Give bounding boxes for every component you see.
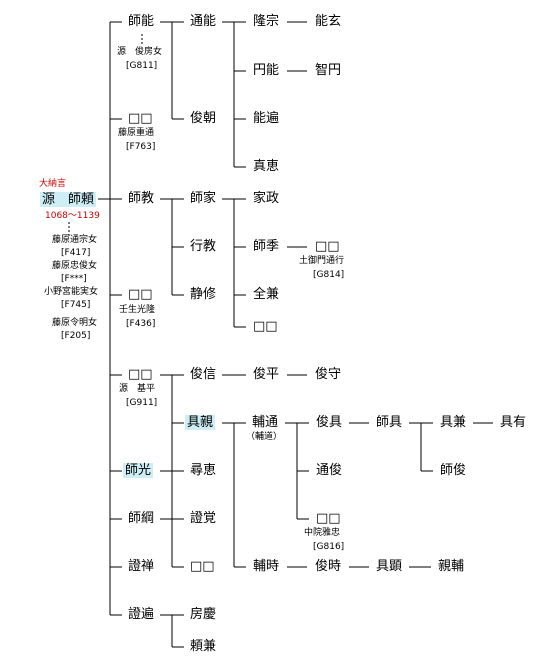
root-dashed-link [68,222,70,236]
person-node[interactable]: 俊信 [190,367,217,382]
person-node[interactable]: 智円 [315,63,342,78]
person-node[interactable]: 円能 [253,63,280,78]
root-spouse-name: 藤原忠俊女 [52,261,98,271]
person-node[interactable]: 具顕 [376,559,403,574]
person-node[interactable]: 通能 [190,14,217,29]
person-node[interactable]: 師能 [128,14,155,29]
person-node[interactable]: 俊朝 [190,111,217,126]
person-node[interactable]: 俊時 [315,559,342,574]
person-node[interactable]: 具兼 [440,415,467,430]
person-node[interactable]: □□ [128,111,153,126]
root-title: 大納言 [39,179,67,189]
spouse-code: [F436] [126,319,156,329]
person-node[interactable]: 師家 [190,191,217,206]
spouse-code: [G816] [313,542,345,552]
person-node[interactable]: 行教 [190,239,217,254]
person-node[interactable]: □□ [128,367,153,382]
root-spouse-code: [F***] [61,274,87,284]
person-node[interactable]: 輔通 [252,415,279,430]
spouse-note: 藤原重通 [118,128,155,138]
person-node[interactable]: 具有 [500,415,527,430]
root-spouse-code: [F745] [61,300,91,310]
spouse-note: 源 基平 [119,384,156,394]
spouse-note: 中院雅忠 [304,528,341,538]
person-node[interactable]: 能遍 [253,111,280,126]
person-node[interactable]: 静修 [190,287,217,302]
root-spouse-name: 藤原通宗女 [52,235,98,245]
person-node[interactable]: □□ [315,239,340,254]
person-node[interactable]: 家政 [253,191,280,206]
person-node[interactable]: □□ [316,511,341,526]
person-node[interactable]: 師綱 [128,511,155,526]
person-node[interactable]: □□ [128,287,153,302]
spouse-code: [G811] [126,61,158,71]
root-name[interactable]: 源 師頼 [40,192,97,207]
person-node[interactable]: 全兼 [253,287,280,302]
person-node[interactable]: 尋恵 [190,463,217,478]
person-node[interactable]: 師俊 [440,463,467,478]
person-node[interactable]: □□ [190,559,215,574]
root-dates: 1068～1139 [45,211,100,221]
spouse-note: 土御門通行 [299,256,345,266]
person-node[interactable]: □□ [253,319,278,334]
spouse-note: 壬生光隆 [119,305,156,315]
person-node[interactable]: 證覚 [190,511,217,526]
person-node[interactable]: 俊守 [315,367,342,382]
person-node[interactable]: 真恵 [253,159,280,174]
person-node[interactable]: 輔時 [253,559,280,574]
spouse-note: 源 俊房女 [117,47,163,57]
person-node[interactable]: 證禅 [128,559,155,574]
root-spouse-code: [F417] [61,248,91,258]
person-node[interactable]: 房慶 [190,607,217,622]
spouse-code: [G814] [313,270,345,280]
person-node[interactable]: 俊具 [316,415,343,430]
person-node[interactable]: 能玄 [315,14,342,29]
person-node[interactable]: 親輔 [438,559,465,574]
spouse-code: [F763] [126,142,156,152]
person-node[interactable]: 具親 [185,415,216,430]
person-node[interactable]: 師光 [123,463,154,478]
person-node[interactable]: 通俊 [316,463,343,478]
person-node[interactable]: 師教 [128,191,155,206]
alt-name-note: （輔道） [246,432,283,442]
person-node[interactable]: 頼兼 [190,639,217,654]
spouse-code: [G911] [126,398,158,408]
person-node[interactable]: 俊平 [253,367,280,382]
person-node[interactable]: 師季 [253,239,280,254]
root-spouse-name: 藤原令明女 [52,318,98,328]
root-spouse-code: [F205] [61,331,91,341]
root-spouse-name: 小野宮能実女 [44,287,99,297]
person-node[interactable]: 隆宗 [253,14,280,29]
person-node[interactable]: 證遍 [128,607,155,622]
person-node[interactable]: 師具 [376,415,403,430]
